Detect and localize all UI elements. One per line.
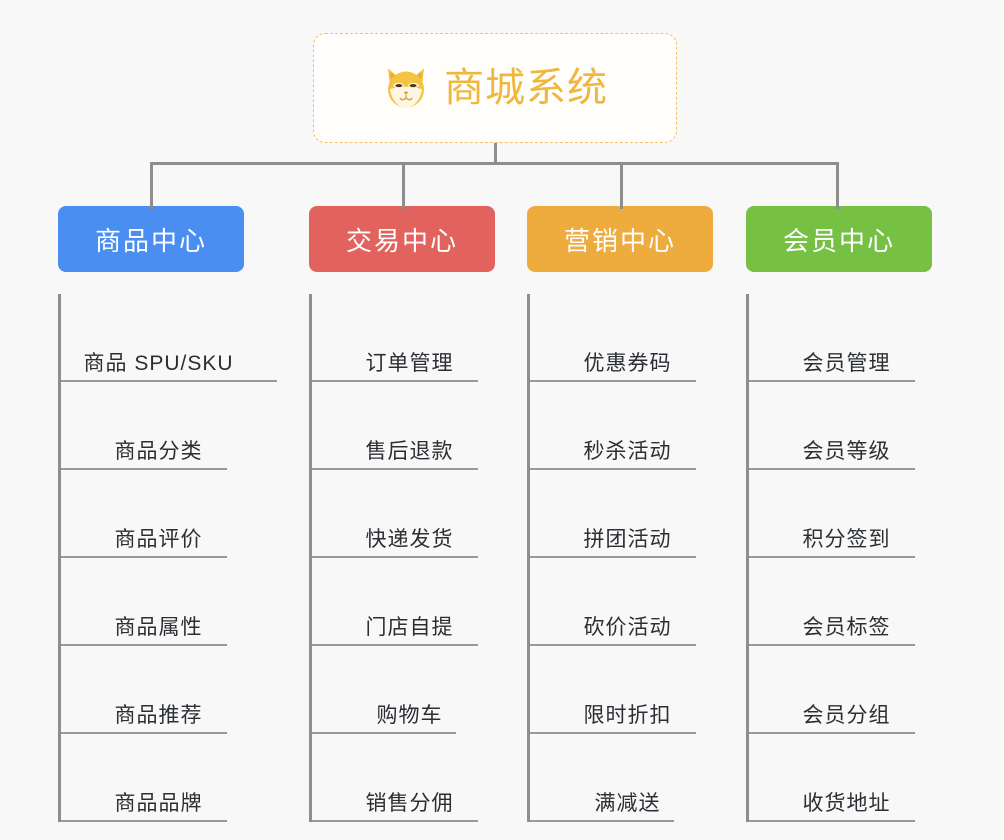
leaf-item[interactable]: 会员管理 bbox=[749, 294, 932, 382]
category-item-list-4: 会员管理会员等级积分签到会员标签会员分组收货地址 bbox=[746, 294, 932, 822]
leaf-item-label: 会员管理 bbox=[802, 351, 891, 375]
leaf-item-label: 积分签到 bbox=[802, 527, 891, 551]
category-item-list-2: 订单管理售后退款快递发货门店自提购物车销售分佣 bbox=[309, 294, 495, 822]
leaf-item-rule bbox=[530, 380, 696, 382]
leaf-item-rule bbox=[61, 732, 227, 734]
leaf-item-label: 商品品牌 bbox=[114, 791, 203, 815]
leaf-item[interactable]: 售后退款 bbox=[312, 382, 495, 470]
leaf-item[interactable]: 会员标签 bbox=[749, 558, 932, 646]
category-label: 商品中心 bbox=[94, 225, 207, 256]
root-node-mall-system[interactable]: 商城系统 bbox=[313, 33, 677, 143]
category-box-4[interactable]: 会员中心 bbox=[746, 206, 932, 272]
leaf-item-label: 拼团活动 bbox=[583, 527, 672, 551]
leaf-item[interactable]: 商品推荐 bbox=[61, 646, 244, 734]
category-column-2: 交易中心订单管理售后退款快递发货门店自提购物车销售分佣 bbox=[309, 206, 495, 822]
leaf-item-label: 门店自提 bbox=[365, 615, 454, 639]
leaf-item[interactable]: 购物车 bbox=[312, 646, 495, 734]
leaf-item-rule bbox=[61, 644, 227, 646]
leaf-item-label: 会员分组 bbox=[802, 703, 891, 727]
leaf-item[interactable]: 快递发货 bbox=[312, 470, 495, 558]
leaf-item-label: 商品分类 bbox=[114, 439, 203, 463]
leaf-item-label: 秒杀活动 bbox=[583, 439, 672, 463]
leaf-item[interactable]: 拼团活动 bbox=[530, 470, 713, 558]
leaf-item-label: 优惠券码 bbox=[583, 351, 672, 375]
leaf-item-rule bbox=[312, 468, 478, 470]
category-column-3: 营销中心优惠券码秒杀活动拼团活动砍价活动限时折扣满减送 bbox=[527, 206, 713, 822]
category-item-list-3: 优惠券码秒杀活动拼团活动砍价活动限时折扣满减送 bbox=[527, 294, 713, 822]
category-column-1: 商品中心商品 SPU/SKU 商品分类商品评价商品属性商品推荐商品品牌 bbox=[58, 206, 277, 822]
leaf-item-rule bbox=[312, 732, 456, 734]
leaf-item-label: 订单管理 bbox=[365, 351, 454, 375]
leaf-item-label: 售后退款 bbox=[365, 439, 454, 463]
leaf-item[interactable]: 收货地址 bbox=[749, 734, 932, 822]
leaf-item-rule bbox=[530, 732, 696, 734]
leaf-item-rule bbox=[530, 644, 696, 646]
leaf-item-rule bbox=[61, 380, 277, 382]
leaf-item-label: 商品推荐 bbox=[114, 703, 203, 727]
leaf-item-rule bbox=[312, 380, 478, 382]
leaf-item-rule bbox=[749, 380, 915, 382]
leaf-item[interactable]: 秒杀活动 bbox=[530, 382, 713, 470]
category-box-1[interactable]: 商品中心 bbox=[58, 206, 244, 272]
category-item-list-1: 商品 SPU/SKU 商品分类商品评价商品属性商品推荐商品品牌 bbox=[58, 294, 277, 822]
leaf-item[interactable]: 商品评价 bbox=[61, 470, 244, 558]
leaf-item[interactable]: 积分签到 bbox=[749, 470, 932, 558]
leaf-item-label: 会员等级 bbox=[802, 439, 891, 463]
shiba-dog-face-icon bbox=[388, 68, 424, 109]
leaf-item-label: 砍价活动 bbox=[583, 615, 672, 639]
leaf-item-label: 满减送 bbox=[594, 791, 661, 815]
leaf-item[interactable]: 优惠券码 bbox=[530, 294, 713, 382]
leaf-item-rule bbox=[312, 556, 478, 558]
leaf-item-label: 快递发货 bbox=[365, 527, 454, 551]
category-label: 营销中心 bbox=[563, 225, 676, 256]
leaf-item[interactable]: 满减送 bbox=[530, 734, 713, 822]
leaf-item-rule bbox=[749, 644, 915, 646]
leaf-item-label: 商品评价 bbox=[114, 527, 203, 551]
category-box-3[interactable]: 营销中心 bbox=[527, 206, 713, 272]
leaf-item-label: 购物车 bbox=[376, 703, 443, 727]
connector-to-category-2 bbox=[402, 162, 405, 209]
leaf-item-rule bbox=[312, 644, 478, 646]
connector-to-category-4 bbox=[836, 162, 839, 209]
leaf-item-rule bbox=[312, 820, 478, 822]
leaf-item-label: 会员标签 bbox=[802, 615, 891, 639]
leaf-item-label: 销售分佣 bbox=[365, 791, 454, 815]
leaf-item-rule bbox=[749, 820, 915, 822]
leaf-item-rule bbox=[61, 820, 227, 822]
leaf-item[interactable]: 商品品牌 bbox=[61, 734, 244, 822]
connector-to-category-3 bbox=[620, 162, 623, 209]
leaf-item-label: 收货地址 bbox=[802, 791, 891, 815]
connector-horizontal-bus bbox=[150, 162, 839, 165]
leaf-item-rule bbox=[530, 556, 696, 558]
leaf-item[interactable]: 商品分类 bbox=[61, 382, 244, 470]
leaf-item[interactable]: 商品 SPU/SKU bbox=[61, 294, 277, 382]
leaf-item[interactable]: 限时折扣 bbox=[530, 646, 713, 734]
category-column-4: 会员中心会员管理会员等级积分签到会员标签会员分组收货地址 bbox=[746, 206, 932, 822]
leaf-item[interactable]: 商品属性 bbox=[61, 558, 244, 646]
leaf-item-rule bbox=[61, 556, 227, 558]
leaf-item-label: 限时折扣 bbox=[583, 703, 672, 727]
leaf-item[interactable]: 门店自提 bbox=[312, 558, 495, 646]
leaf-item-rule bbox=[749, 732, 915, 734]
category-label: 交易中心 bbox=[345, 225, 458, 256]
leaf-item-label: 商品 SPU/SKU bbox=[83, 351, 234, 375]
leaf-item-rule bbox=[530, 820, 674, 822]
leaf-item-rule bbox=[61, 468, 227, 470]
leaf-item[interactable]: 会员等级 bbox=[749, 382, 932, 470]
leaf-item-label: 商品属性 bbox=[114, 615, 203, 639]
leaf-item[interactable]: 订单管理 bbox=[312, 294, 495, 382]
category-label: 会员中心 bbox=[782, 225, 895, 256]
connector-root-stem bbox=[494, 143, 497, 164]
leaf-item[interactable]: 销售分佣 bbox=[312, 734, 495, 822]
leaf-item[interactable]: 会员分组 bbox=[749, 646, 932, 734]
category-box-2[interactable]: 交易中心 bbox=[309, 206, 495, 272]
root-title: 商城系统 bbox=[444, 66, 608, 110]
leaf-item[interactable]: 砍价活动 bbox=[530, 558, 713, 646]
connector-to-category-1 bbox=[150, 162, 153, 209]
leaf-item-rule bbox=[749, 468, 915, 470]
leaf-item-rule bbox=[530, 468, 696, 470]
leaf-item-rule bbox=[749, 556, 915, 558]
